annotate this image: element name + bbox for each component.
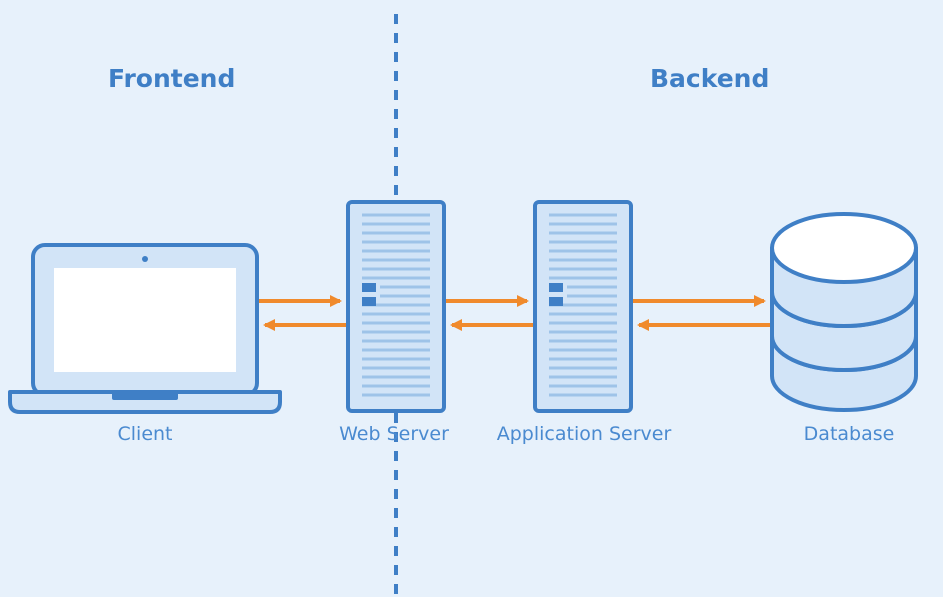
laptop-icon xyxy=(8,243,282,414)
application-server-icon xyxy=(533,200,633,413)
database-label: Database xyxy=(803,423,895,445)
backend-heading: Backend xyxy=(650,64,770,93)
database-icon xyxy=(770,212,918,412)
frontend-heading: Frontend xyxy=(108,64,236,93)
web-server-label: Web Server xyxy=(339,423,449,445)
application-server-label: Application Server xyxy=(496,423,672,445)
web-server-icon xyxy=(346,200,446,413)
client-label: Client xyxy=(117,423,173,445)
